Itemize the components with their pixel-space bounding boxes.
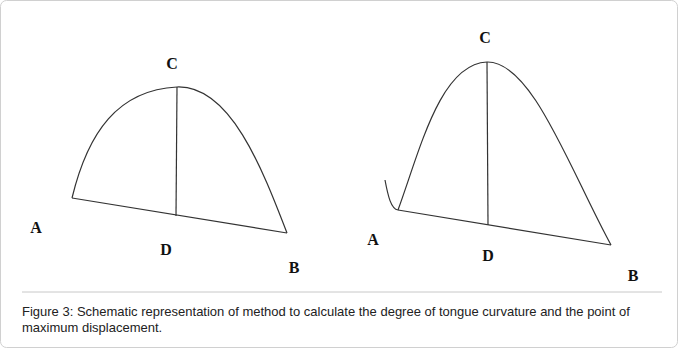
chord-line bbox=[72, 198, 287, 233]
point-label: C bbox=[479, 30, 491, 46]
point-label: C bbox=[166, 56, 178, 72]
chord-line bbox=[398, 210, 611, 245]
tongue-curve bbox=[72, 87, 287, 233]
caption-rule bbox=[22, 292, 662, 293]
point-label: A bbox=[30, 220, 42, 236]
point-label: D bbox=[160, 242, 172, 258]
tongue-tip-hook bbox=[385, 180, 398, 210]
figure-caption: Figure 3: Schematic representation of me… bbox=[22, 304, 662, 336]
tongue-curve bbox=[398, 62, 611, 245]
height-line bbox=[176, 87, 177, 216]
height-line bbox=[487, 62, 488, 225]
point-label: B bbox=[628, 268, 639, 284]
point-label: B bbox=[289, 260, 300, 276]
point-label: D bbox=[482, 248, 494, 264]
point-label: A bbox=[367, 232, 379, 248]
